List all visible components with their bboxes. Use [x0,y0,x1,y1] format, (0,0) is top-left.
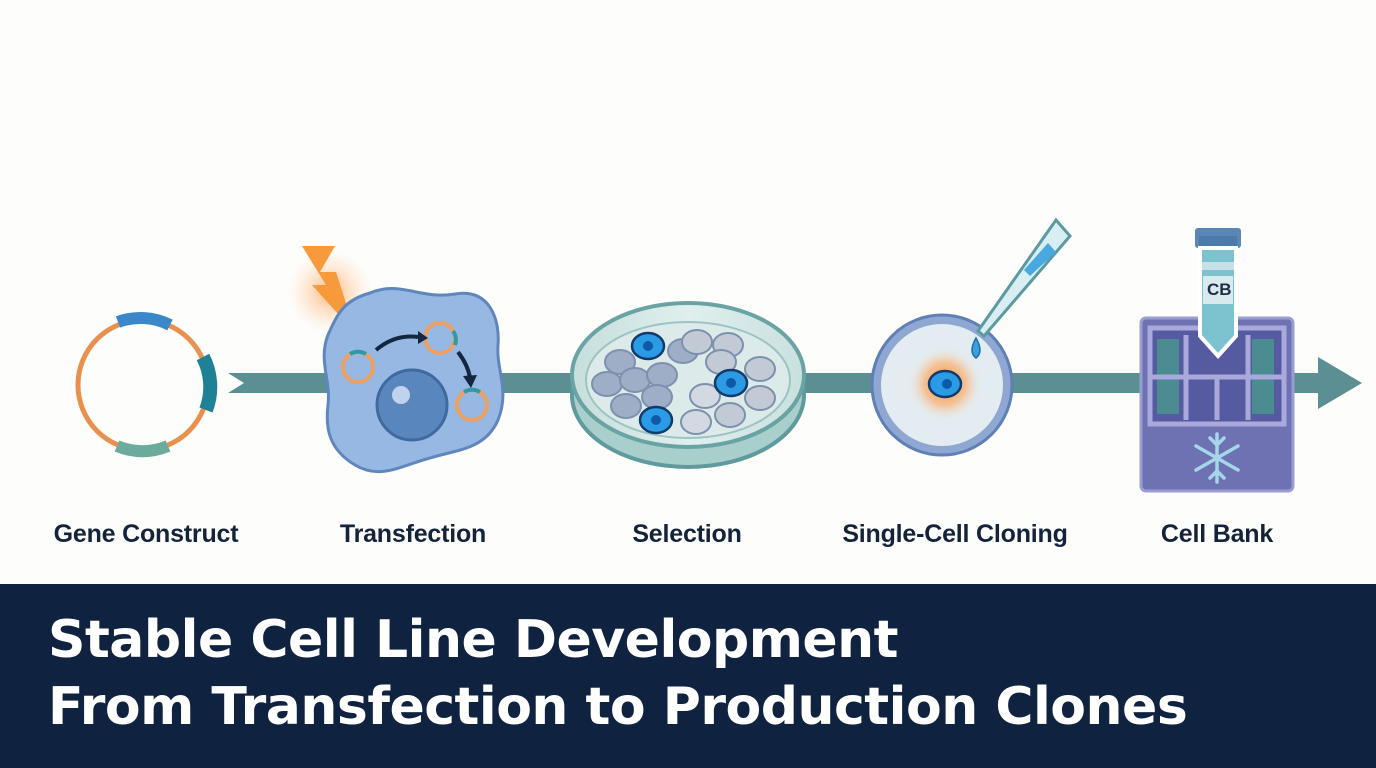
petri-dish-icon [570,301,806,469]
step-label-selection: Selection [632,520,742,548]
tube-label: CB [1207,280,1232,299]
title-banner: Stable Cell Line Development From Transf… [0,584,1376,768]
step-label-cell-bank: Cell Bank [1160,520,1274,548]
step-label-transfection: Transfection [339,520,487,548]
single-cell-pipette-icon [870,217,1072,457]
snowflake-icon [1194,432,1240,484]
process-flow-graphic [75,217,1362,493]
step-label-gene-construct: Gene Construct [53,520,239,548]
step-label-single-cell-cloning: Single-Cell Cloning [842,520,1068,548]
pipette [975,217,1072,339]
title-line-2: From Transfection to Production Clones [48,677,1188,737]
droplet-icon [971,336,981,359]
cryo-storage-icon [1139,228,1295,493]
cryo-tube-icon [1195,228,1241,359]
plasmid-icon [75,312,218,458]
diagram-area: CB Gene Construct Transfection Selection… [53,217,1362,548]
cell-cluster [591,329,776,435]
title-line-1: Stable Cell Line Development [48,610,899,670]
cell-transfection-icon [288,246,505,474]
